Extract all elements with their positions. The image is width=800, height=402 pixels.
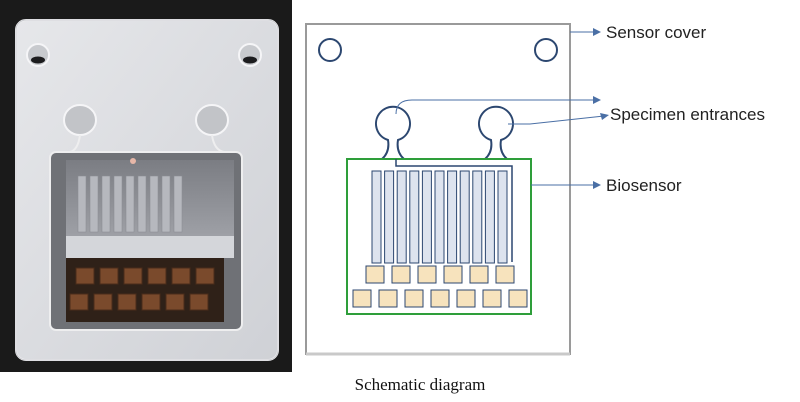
electrode-strip bbox=[434, 170, 445, 264]
mounting-hole-right bbox=[534, 38, 558, 62]
contact-pad bbox=[443, 265, 463, 284]
schematic-diagram: Sensor cover Specimen entrances Biosenso… bbox=[305, 23, 765, 356]
electrode-strip bbox=[384, 170, 395, 264]
electrode-strip bbox=[447, 170, 458, 264]
contact-pad bbox=[391, 265, 411, 284]
contact-pad bbox=[456, 289, 476, 308]
figure-caption: Schematic diagram bbox=[354, 375, 486, 394]
contact-pad bbox=[378, 289, 398, 308]
electrode-strip bbox=[484, 170, 495, 264]
microfluidic-channel bbox=[395, 159, 513, 262]
label-sensor-cover: Sensor cover bbox=[606, 23, 706, 42]
biosensor-outline bbox=[346, 158, 532, 315]
contact-pad-array bbox=[352, 265, 528, 308]
photo-biosensor-window bbox=[49, 151, 243, 331]
electrode-array bbox=[371, 170, 508, 264]
contact-pad bbox=[495, 265, 515, 284]
electrode-strip bbox=[409, 170, 420, 264]
label-biosensor: Biosensor bbox=[606, 176, 682, 195]
electrode-strip bbox=[371, 170, 382, 264]
contact-pad bbox=[430, 289, 450, 308]
contact-pad bbox=[404, 289, 424, 308]
sensor-photo bbox=[0, 0, 292, 372]
contact-pad bbox=[508, 289, 528, 308]
label-specimen-entrances: Specimen entrances bbox=[610, 105, 765, 124]
arrowheads bbox=[593, 28, 609, 189]
electrode-strip bbox=[459, 170, 470, 264]
contact-pad bbox=[469, 265, 489, 284]
photo-mounting-holes bbox=[26, 43, 262, 67]
contact-pad bbox=[417, 265, 437, 284]
electrode-strip bbox=[497, 170, 508, 264]
contact-pad bbox=[482, 289, 502, 308]
electrode-strip bbox=[396, 170, 407, 264]
mounting-hole-left bbox=[318, 38, 342, 62]
contact-pad bbox=[365, 265, 385, 284]
contact-pad bbox=[352, 289, 372, 308]
electrode-strip bbox=[421, 170, 432, 264]
callout-arrows bbox=[395, 31, 605, 186]
electrode-strip bbox=[472, 170, 483, 264]
